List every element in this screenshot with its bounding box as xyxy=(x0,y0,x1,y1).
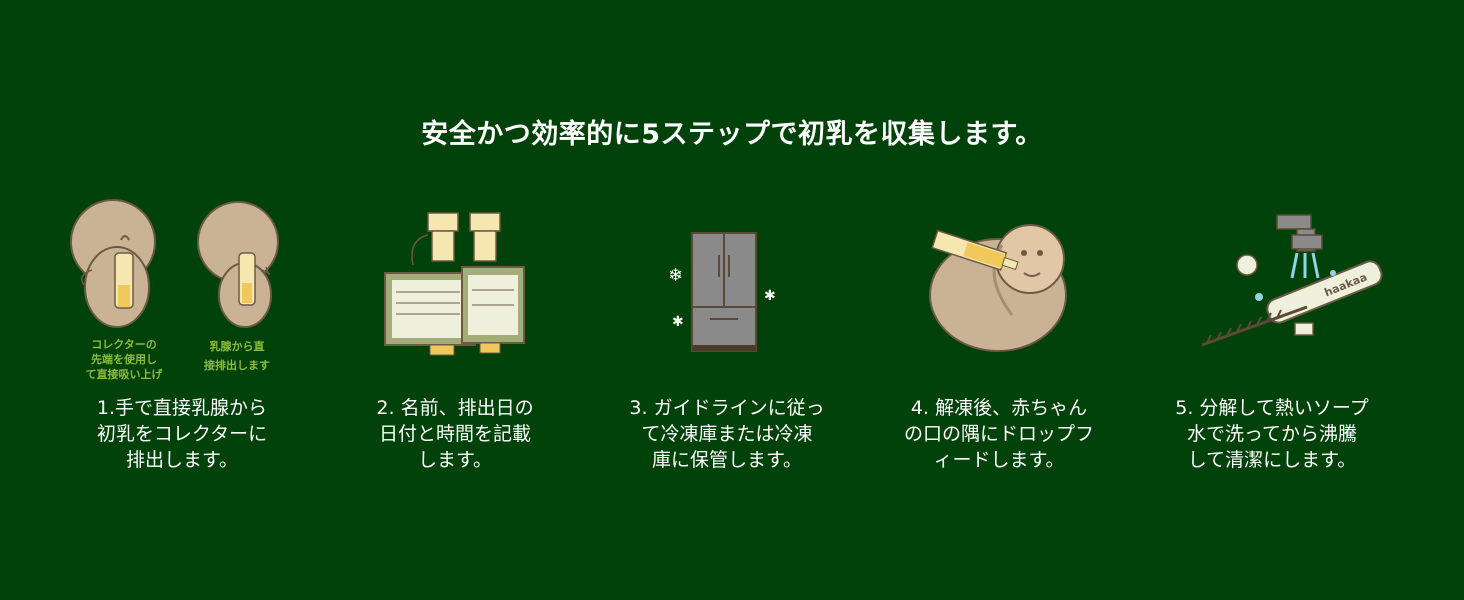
sub-label-direct-expression: 乳腺から直 接排出します xyxy=(204,340,270,372)
step-2: 2. 名前、排出日の 日付と時間を記載 します。 xyxy=(330,195,580,495)
freezer-icon: ❄ ✱ ✱ xyxy=(602,195,852,390)
svg-text:❄: ❄ xyxy=(668,265,683,286)
step-1-caption: 1.手で直接乳腺から 初乳をコレクターに 排出します。 xyxy=(96,397,268,471)
step-3: ❄ ✱ ✱ 3. ガイドラインに従っ て冷凍庫または冷凍 庫に保管します。 xyxy=(602,195,852,495)
labeled-bottles-icon xyxy=(330,195,580,390)
sub-label-collector-tip: コレクターの 先端を使用し て直接吸い上げ xyxy=(85,338,163,381)
svg-text:✱: ✱ xyxy=(672,314,684,330)
washing-brush-icon: haakaa xyxy=(1147,195,1397,390)
svg-text:✱: ✱ xyxy=(764,288,776,304)
feeding-baby-icon xyxy=(874,195,1124,390)
step-4: 4. 解凍後、赤ちゃん の口の隅にドロップフ ィードします。 xyxy=(874,195,1124,495)
step-3-caption: 3. ガイドラインに従っ て冷凍庫または冷凍 庫に保管します。 xyxy=(629,397,825,471)
step-2-caption: 2. 名前、排出日の 日付と時間を記載 します。 xyxy=(376,397,534,471)
step-4-caption: 4. 解凍後、赤ちゃん の口の隅にドロップフ ィードします。 xyxy=(903,397,1094,471)
step-5: haakaa 5. 分解して熱いソープ 水で洗ってから沸騰 して清潔にします。 xyxy=(1147,195,1397,495)
step-1: コレクターの 先端を使用し て直接吸い上げ 乳腺から直 接排出します 1.手で直… xyxy=(57,195,307,495)
step-5-caption: 5. 分解して熱いソープ 水で洗ってから沸騰 して清潔にします。 xyxy=(1175,397,1369,471)
headline: 安全かつ効率的に5ステップで初乳を収集します。 xyxy=(421,119,1043,150)
hand-expression-icon: コレクターの 先端を使用し て直接吸い上げ 乳腺から直 接排出します xyxy=(57,195,307,390)
